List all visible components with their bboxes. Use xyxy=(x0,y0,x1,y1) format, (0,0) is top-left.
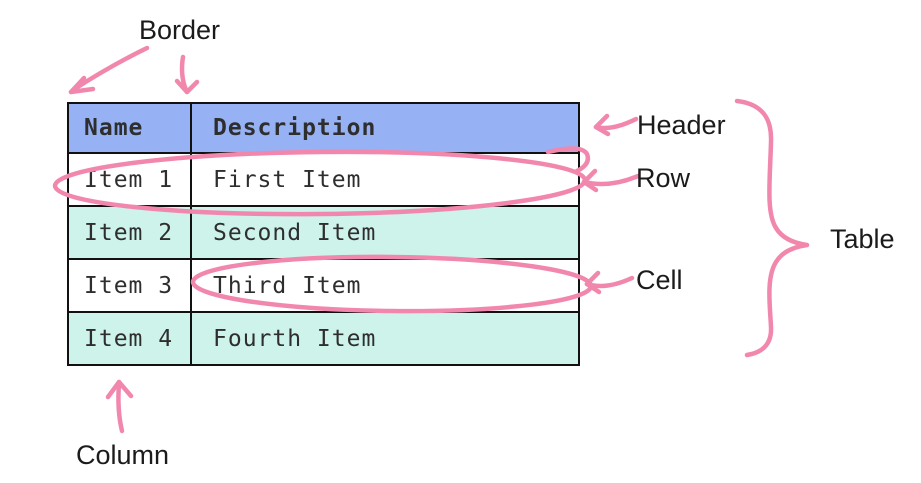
cell-row4-name: Item 4 xyxy=(67,311,192,366)
border-label: Border xyxy=(139,15,221,45)
cell-row4-description: Fourth Item xyxy=(190,311,580,366)
header-arrow-icon xyxy=(593,113,639,137)
header-label: Header xyxy=(637,110,726,140)
cell-row3-name: Item 3 xyxy=(67,258,192,313)
row-arrow-icon xyxy=(581,168,641,193)
cell-row2-name: Item 2 xyxy=(67,205,192,260)
table-row-2: Item 2 Second Item xyxy=(67,205,580,260)
cell-row2-description: Second Item xyxy=(190,205,580,260)
column-label: Column xyxy=(76,440,170,470)
cell-label: Cell xyxy=(636,265,683,295)
cell-row3-description: Third Item xyxy=(190,258,580,313)
table-label: Table xyxy=(830,224,895,254)
table-row-3: Item 3 Third Item xyxy=(67,258,580,313)
cell-row1-description: First Item xyxy=(190,152,580,207)
border-arrow-vertical-icon xyxy=(174,54,200,95)
table-row-4: Item 4 Fourth Item xyxy=(67,311,580,366)
table-header-row: Name Description xyxy=(67,102,580,154)
header-cell-description: Description xyxy=(190,102,580,154)
column-arrow-icon xyxy=(105,379,134,434)
table-row-1: Item 1 First Item xyxy=(67,152,580,207)
cell-row1-name: Item 1 xyxy=(67,152,192,207)
demo-table: Name Description Item 1 First Item Item … xyxy=(67,102,580,366)
border-arrow-diagonal-icon xyxy=(68,45,150,95)
table-brace-icon xyxy=(734,98,810,358)
cell-arrow-icon xyxy=(584,270,635,295)
header-cell-name: Name xyxy=(67,102,192,154)
row-label: Row xyxy=(636,163,691,193)
